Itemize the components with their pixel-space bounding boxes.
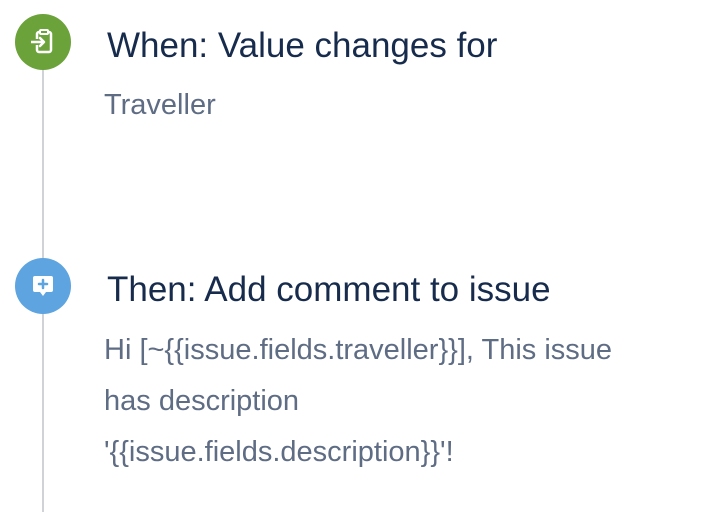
action-node-icon[interactable]	[15, 258, 71, 314]
comment-line: '{{issue.fields.description}}'!	[104, 436, 454, 468]
action-title[interactable]: Then: Add comment to issue	[107, 270, 551, 309]
field-change-icon	[28, 27, 58, 57]
comment-line: Hi [~{{issue.fields.traveller}}], This i…	[104, 334, 613, 366]
comment-line: has description	[104, 385, 300, 417]
trigger-field-value: Traveller	[104, 89, 216, 121]
trigger-title[interactable]: When: Value changes for	[107, 26, 498, 65]
action-comment-text: Hi [~{{issue.fields.traveller}}], This i…	[104, 325, 719, 478]
add-comment-icon	[28, 271, 58, 301]
trigger-node-icon[interactable]	[15, 14, 71, 70]
